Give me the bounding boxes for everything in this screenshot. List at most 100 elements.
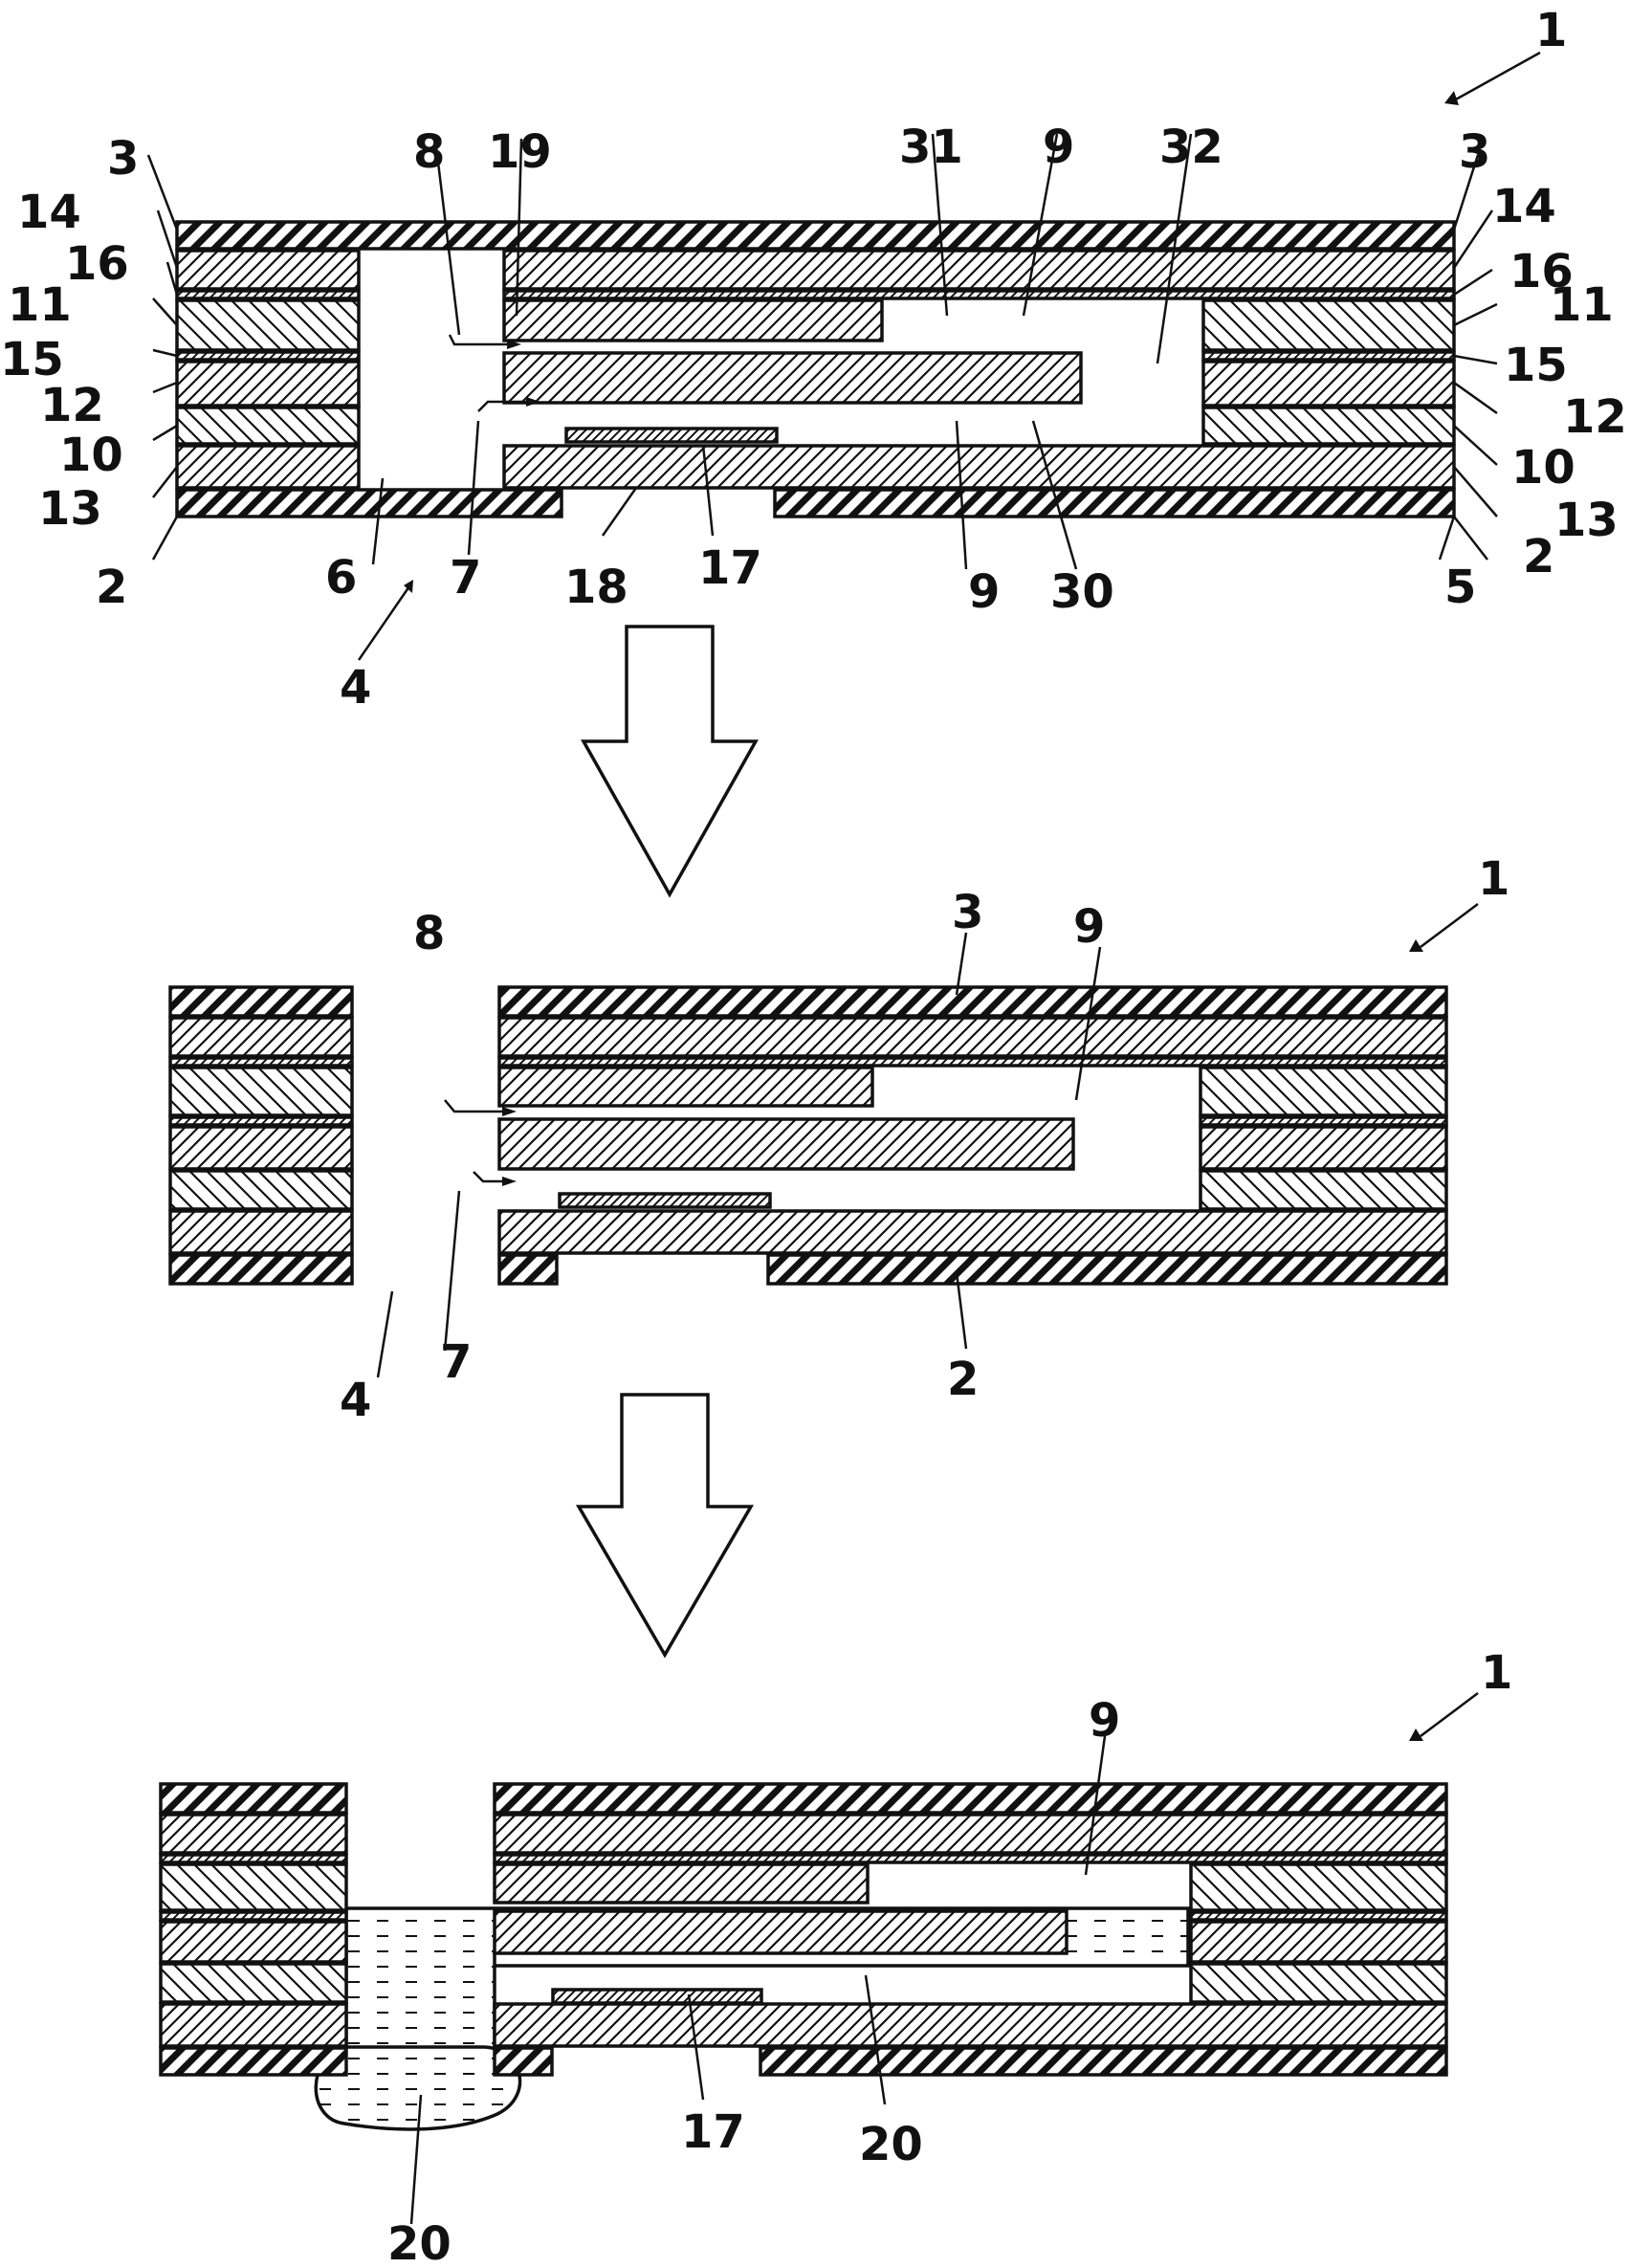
layer-15-right bbox=[1203, 352, 1454, 360]
layer-13 bbox=[177, 446, 359, 488]
layer-16-right bbox=[504, 291, 1454, 298]
layer bbox=[161, 1815, 346, 1853]
sensor-17 bbox=[553, 1990, 761, 2003]
label-9: 9 bbox=[1073, 900, 1105, 954]
layer bbox=[161, 1855, 346, 1862]
label-2-left: 2 bbox=[96, 561, 127, 614]
layer-14 bbox=[177, 251, 359, 289]
layer-10-right bbox=[1203, 407, 1454, 444]
label-9-bottom: 9 bbox=[968, 565, 1000, 619]
layer-12 bbox=[1200, 1127, 1446, 1169]
layer-11-right bbox=[1203, 300, 1454, 350]
label-1: 1 bbox=[1481, 1646, 1512, 1700]
layer bbox=[170, 1171, 352, 1209]
layer-12 bbox=[177, 362, 359, 406]
layer bbox=[170, 1018, 352, 1056]
layer bbox=[170, 1058, 352, 1066]
layer bbox=[161, 1784, 346, 1813]
layer-19 bbox=[499, 1068, 872, 1106]
label-15-right: 15 bbox=[1504, 339, 1568, 392]
sensor-17 bbox=[566, 429, 777, 442]
process-arrow-1 bbox=[584, 627, 756, 894]
label-13-right: 13 bbox=[1554, 494, 1619, 547]
label-32: 32 bbox=[1159, 121, 1223, 174]
layer bbox=[161, 1864, 346, 1910]
label-12-right: 12 bbox=[1563, 390, 1627, 444]
layer bbox=[161, 1964, 346, 2002]
cover-layer-top bbox=[177, 222, 1454, 249]
cover-layer-bottom-left bbox=[495, 2048, 552, 2075]
label-8: 8 bbox=[413, 907, 445, 960]
layer bbox=[170, 1127, 352, 1169]
label-31: 31 bbox=[899, 121, 963, 174]
process-arrow-2 bbox=[579, 1395, 751, 1655]
layer-19 bbox=[495, 1864, 868, 1903]
layer-11 bbox=[177, 300, 359, 350]
layer-13 bbox=[495, 2004, 1446, 2046]
stack-bottom-left bbox=[161, 1784, 346, 2075]
panel-bottom: 1 9 17 20 20 bbox=[161, 1646, 1512, 2268]
layer-13 bbox=[499, 1211, 1446, 1253]
layer bbox=[170, 987, 352, 1016]
sensor-stack-middle bbox=[499, 987, 1446, 1284]
label-12-left: 12 bbox=[40, 379, 104, 432]
layer-12 bbox=[1191, 1922, 1446, 1962]
label-17: 17 bbox=[681, 2105, 745, 2159]
liquid-inlet bbox=[346, 1951, 495, 2057]
middle-tongue bbox=[495, 1911, 1067, 1953]
label-17: 17 bbox=[698, 541, 762, 595]
label-10-left: 10 bbox=[59, 429, 123, 482]
label-7: 7 bbox=[450, 551, 481, 605]
middle-tongue bbox=[499, 1119, 1073, 1169]
layer-10 bbox=[1200, 1171, 1446, 1209]
label-6: 6 bbox=[325, 551, 357, 605]
layer-13-right bbox=[504, 446, 1454, 488]
layer bbox=[161, 2048, 346, 2075]
cover-layer-bottom-right bbox=[775, 490, 1454, 517]
cover-layer-bottom-right bbox=[768, 1255, 1446, 1284]
label-7: 7 bbox=[440, 1335, 472, 1389]
middle-tongue bbox=[504, 353, 1081, 403]
label-14-left: 14 bbox=[17, 186, 81, 239]
label-1: 1 bbox=[1535, 4, 1567, 57]
layer-16 bbox=[499, 1058, 1446, 1066]
label-11-right: 11 bbox=[1550, 278, 1614, 332]
cover-layer-bottom-left bbox=[177, 490, 562, 517]
label-9: 9 bbox=[1089, 1694, 1120, 1748]
layer-15 bbox=[177, 352, 359, 360]
layer bbox=[170, 1255, 352, 1284]
label-18: 18 bbox=[564, 561, 628, 614]
label-8: 8 bbox=[413, 125, 445, 179]
layer-16 bbox=[495, 1855, 1446, 1862]
label-2: 2 bbox=[947, 1353, 979, 1406]
label-1: 1 bbox=[1478, 852, 1509, 906]
panel-middle: 1 3 9 8 7 4 2 bbox=[170, 852, 1509, 1427]
label-2-right: 2 bbox=[1523, 530, 1554, 584]
separated-stack-left bbox=[170, 987, 352, 1284]
layer bbox=[161, 1912, 346, 1920]
layer-12-right bbox=[1203, 362, 1454, 406]
layer-11 bbox=[1200, 1068, 1446, 1115]
label-13-left: 13 bbox=[38, 482, 102, 536]
label-4: 4 bbox=[340, 1374, 371, 1427]
cover-layer-top bbox=[499, 987, 1446, 1016]
layer-11 bbox=[1191, 1864, 1446, 1910]
stack-bottom-right bbox=[495, 1784, 1446, 2075]
label-5: 5 bbox=[1444, 561, 1476, 614]
cover-layer-bottom-left bbox=[499, 1255, 557, 1284]
layer-15 bbox=[1200, 1117, 1446, 1125]
label-3: 3 bbox=[952, 886, 983, 939]
label-14-right: 14 bbox=[1492, 180, 1556, 233]
label-11-left: 11 bbox=[8, 278, 72, 332]
outer-stack bbox=[177, 222, 1454, 517]
label-3-left: 3 bbox=[107, 132, 139, 186]
layer-15 bbox=[1191, 1912, 1446, 1920]
layer-14-right bbox=[504, 251, 1454, 289]
layer bbox=[161, 1922, 346, 1962]
sensor-17 bbox=[560, 1194, 770, 1207]
label-10-right: 10 bbox=[1511, 441, 1575, 495]
layer-10 bbox=[177, 407, 359, 444]
label-16-left: 16 bbox=[65, 237, 129, 291]
label-19: 19 bbox=[488, 125, 552, 179]
layer-10 bbox=[1191, 1964, 1446, 2002]
